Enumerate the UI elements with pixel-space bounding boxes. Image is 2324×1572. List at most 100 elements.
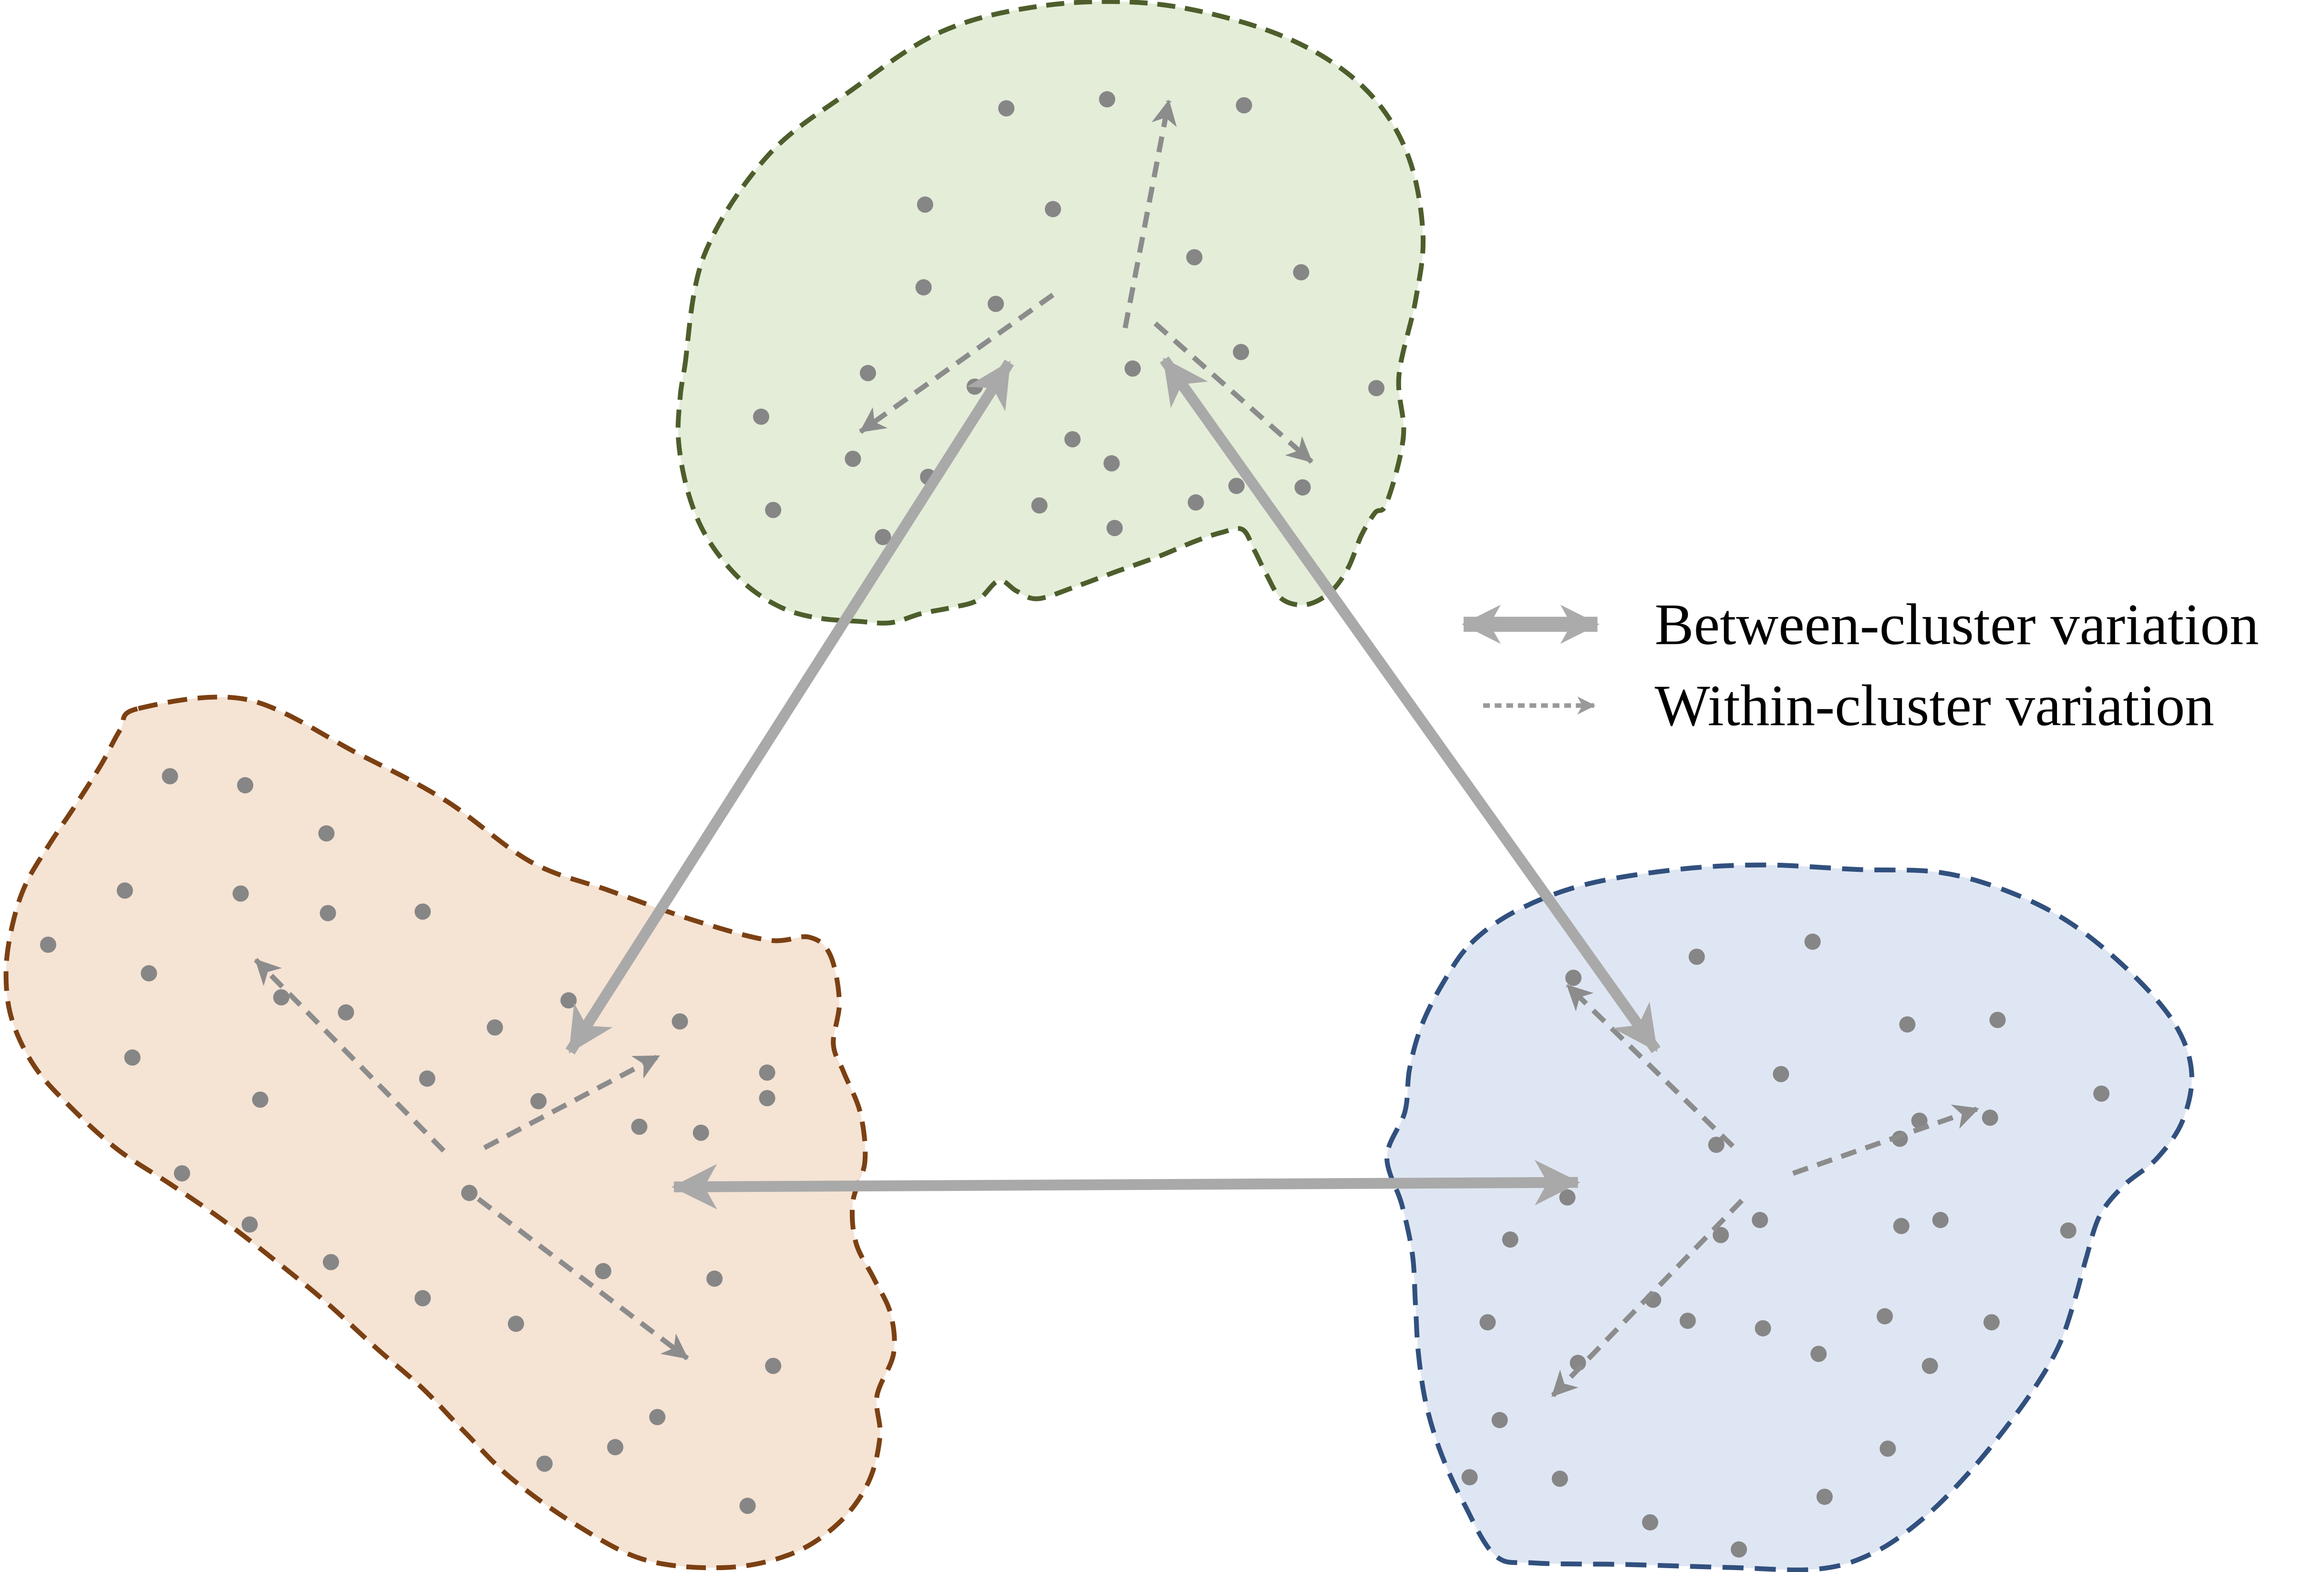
data-point	[116, 882, 133, 899]
data-point	[1565, 970, 1582, 986]
legend-label-between-cluster-variation: Between-cluster variation	[1654, 591, 2259, 657]
data-point	[1293, 264, 1310, 280]
legend-icons	[1461, 604, 1600, 715]
data-point	[859, 365, 876, 382]
data-point	[987, 296, 1004, 312]
data-point	[649, 1409, 666, 1426]
data-point	[1921, 1357, 1938, 1374]
data-point	[765, 502, 782, 518]
data-point	[1236, 97, 1252, 114]
data-point	[1713, 1227, 1729, 1243]
data-point	[1708, 1137, 1725, 1153]
data-point	[595, 1263, 611, 1280]
data-point	[966, 378, 983, 395]
between-cluster-arrow	[671, 1159, 1580, 1210]
data-point	[1461, 1469, 1478, 1486]
within-cluster-arrow	[254, 958, 446, 1153]
legend-label-within-cluster-variation: Within-cluster variation	[1654, 673, 2214, 738]
data-point	[1551, 1470, 1568, 1487]
data-point	[241, 1216, 258, 1233]
data-point	[486, 1019, 503, 1036]
data-point	[162, 768, 178, 785]
data-point	[1642, 1514, 1659, 1531]
data-point	[414, 1290, 431, 1306]
data-point	[915, 279, 932, 296]
cluster-bottom-left-boundary	[3, 694, 897, 1571]
data-point	[739, 1498, 756, 1514]
data-point	[1893, 1218, 1910, 1234]
data-point	[1044, 201, 1061, 217]
data-point	[1188, 494, 1204, 511]
cluster-bottom-right-boundary	[1384, 862, 2194, 1572]
data-point	[759, 1090, 775, 1107]
data-point	[759, 1064, 775, 1081]
data-point	[318, 825, 335, 842]
data-point	[1752, 1211, 1768, 1228]
data-point	[414, 903, 431, 920]
data-point	[1810, 1345, 1827, 1362]
within-cluster-arrow	[483, 1054, 660, 1150]
cluster-bottom-left-points	[40, 768, 782, 1514]
data-point	[1031, 497, 1048, 514]
between-cluster-arrow	[565, 360, 1014, 1055]
between-cluster-arrow	[1159, 356, 1661, 1054]
data-point	[322, 1254, 339, 1271]
data-point	[1233, 344, 1250, 361]
data-point	[1294, 479, 1311, 496]
data-point	[1899, 1016, 1916, 1033]
data-point	[536, 1455, 553, 1472]
data-point	[530, 1093, 547, 1109]
data-point	[560, 992, 577, 1009]
data-point	[461, 1185, 478, 1201]
data-point	[273, 989, 289, 1006]
data-point	[1106, 520, 1123, 537]
within-cluster-arrow	[1792, 1105, 1980, 1176]
within-cluster-arrow	[1122, 99, 1177, 329]
data-point	[1755, 1320, 1771, 1337]
data-point	[1876, 1308, 1893, 1324]
data-point	[252, 1091, 269, 1108]
data-point	[1688, 948, 1705, 965]
data-point	[232, 885, 249, 902]
data-point	[338, 1004, 354, 1021]
data-point	[1804, 933, 1821, 950]
data-point	[1491, 1412, 1508, 1428]
cluster-bottom-left	[3, 694, 897, 1571]
data-point	[671, 1013, 688, 1030]
data-point	[1186, 249, 1203, 266]
clusters-layer	[3, 0, 2194, 1572]
data-point	[753, 408, 769, 425]
cluster-bottom-right	[1384, 862, 2194, 1572]
legend: Between-cluster variation Within-cluster…	[1461, 591, 2259, 738]
data-point	[1932, 1211, 1949, 1228]
data-point	[124, 1049, 141, 1066]
data-point	[1099, 91, 1116, 108]
data-point	[1731, 1541, 1747, 1558]
data-point	[1773, 1065, 1789, 1083]
data-point	[692, 1124, 709, 1141]
data-point	[1983, 1314, 2000, 1331]
cluster-top	[675, 0, 1426, 626]
data-point	[1816, 1489, 1833, 1505]
cluster-bottom-right-points	[1461, 933, 2110, 1558]
data-point	[1559, 1189, 1576, 1206]
between-arrows-layer	[565, 356, 1661, 1210]
data-point	[2093, 1085, 2110, 1102]
data-point	[998, 100, 1015, 117]
data-point	[631, 1118, 648, 1135]
data-point	[40, 936, 56, 953]
data-point	[1989, 1012, 2006, 1028]
data-point	[141, 965, 157, 982]
data-point	[706, 1270, 723, 1287]
data-point	[237, 777, 254, 794]
data-point	[2060, 1222, 2076, 1239]
data-point	[1124, 360, 1141, 377]
data-point	[174, 1165, 190, 1182]
data-point	[765, 1357, 782, 1374]
data-point	[1880, 1440, 1896, 1457]
data-point	[507, 1315, 524, 1332]
data-point	[607, 1439, 624, 1456]
data-point	[1064, 431, 1081, 448]
data-point	[1479, 1314, 1496, 1331]
